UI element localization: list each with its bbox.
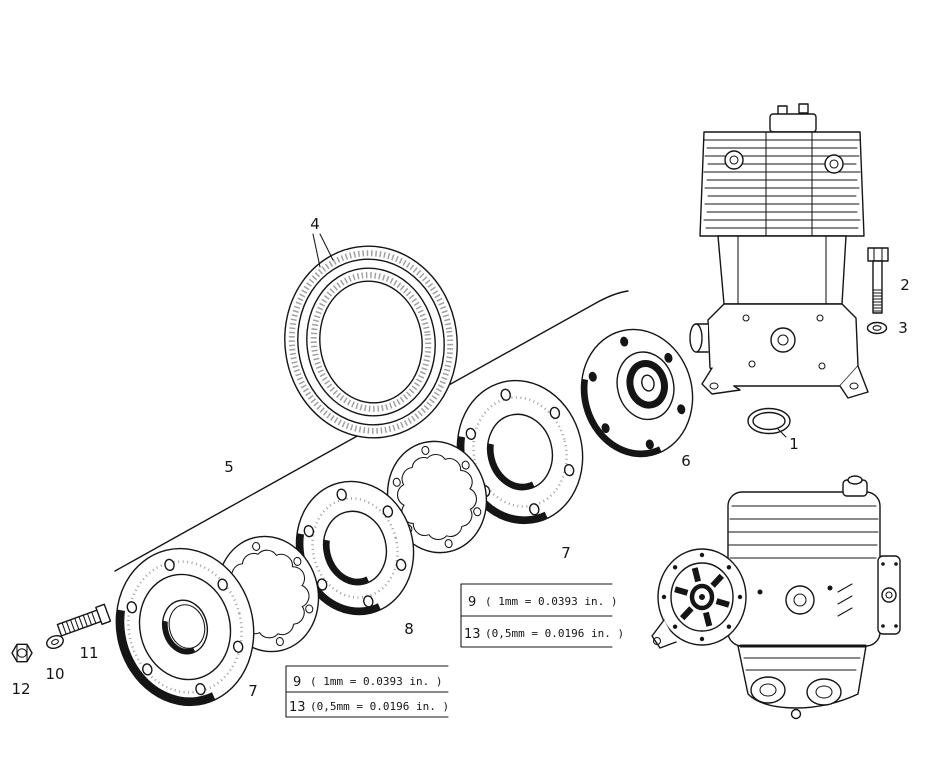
compressor-cap: [769, 103, 817, 133]
stud-part11: [56, 603, 112, 637]
belt-leader-lines: [312, 233, 334, 268]
label-spacer-8: 8: [404, 620, 414, 638]
spec-front-row2-value: (0,5mm = 0.0196 in. ): [310, 700, 449, 713]
compressor-assembly: [689, 103, 869, 399]
bolt-part2: [867, 247, 889, 314]
label-hub-6: 6: [681, 452, 691, 470]
cylinder-head-fins: [699, 131, 865, 237]
crankcase: [689, 303, 869, 399]
label-flange-rear-7: 7: [561, 544, 571, 562]
spec-table-front: 9 ( 1mm = 0.0393 in. ) 13 (0,5mm = 0.019…: [285, 665, 449, 718]
nut-part12: [11, 643, 33, 663]
v-belt: [284, 245, 458, 439]
label-oring-1: 1: [789, 435, 799, 453]
flange-front-part7: [115, 547, 255, 707]
gearbox-assembly: [651, 475, 901, 720]
spec-rear-row2-part: 13: [464, 627, 481, 642]
spec-rear-row1-value: ( 1mm = 0.0393 in. ): [485, 595, 617, 608]
washer-part3: [866, 321, 888, 335]
spec-front-row1-value: ( 1mm = 0.0393 in. ): [310, 675, 442, 688]
cylinder-barrel: [717, 235, 847, 305]
spec-front-row2-part: 13: [289, 700, 306, 715]
label-washer-10: 10: [45, 665, 64, 683]
spec-front-row1-part: 9: [293, 675, 301, 690]
label-flange-front-7: 7: [248, 682, 258, 700]
label-vbelt-4: 4: [310, 215, 320, 233]
label-assembly-5: 5: [224, 458, 234, 476]
o-ring-part1: [747, 407, 791, 438]
label-stud-11: 11: [79, 644, 98, 662]
gearbox-bell-housing: [657, 548, 747, 646]
washer-part10: [46, 634, 64, 650]
gasket-rear: [386, 440, 488, 554]
hub-flange-part6: [580, 328, 694, 458]
label-bolt-2: 2: [900, 276, 910, 294]
spec-rear-row1-part: 9: [468, 595, 476, 610]
label-nut-12: 12: [11, 680, 30, 698]
spec-table-rear: 9 ( 1mm = 0.0393 in. ) 13 (0,5mm = 0.019…: [460, 583, 624, 648]
assembly-leader-line: [114, 290, 629, 572]
label-washer-3: 3: [898, 319, 908, 337]
spec-rear-row2-value: (0,5mm = 0.0196 in. ): [485, 627, 624, 640]
